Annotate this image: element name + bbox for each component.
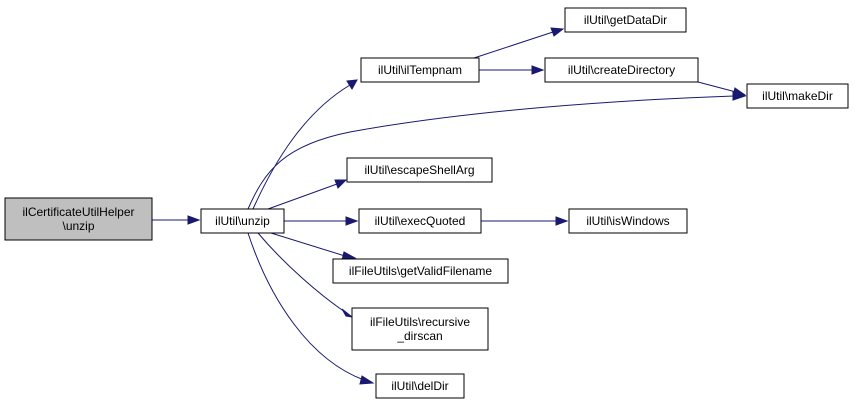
node-label: ilUtil\ilTempnam [378, 63, 462, 77]
edge-line [257, 232, 346, 313]
edge-line [247, 95, 735, 210]
edge-tempnam-to-getdatadir [473, 27, 565, 59]
node-box [332, 258, 509, 284]
node-cert_unzip: ilCertificateUtilHelper\unzip [4, 197, 153, 241]
node-box [746, 83, 849, 109]
edge-arrowhead [550, 27, 565, 37]
node-label: ilUtil\isWindows [586, 214, 669, 228]
edge-unzip-to-tempnam [252, 79, 358, 210]
node-box [351, 307, 489, 351]
node-box [375, 373, 465, 399]
node-label: ilUtil\createDirectory [568, 63, 675, 77]
node-tempnam[interactable]: ilUtil\ilTempnam [360, 57, 480, 83]
node-box [564, 7, 687, 33]
node-label: ilUtil\execQuoted [375, 214, 466, 228]
edge-unzip-to-validfn [270, 232, 357, 261]
node-box [346, 157, 493, 183]
node-deldir[interactable]: ilUtil\delDir [375, 373, 465, 399]
node-box [360, 57, 480, 83]
node-getdatadir[interactable]: ilUtil\getDataDir [564, 7, 687, 33]
edge-arrowhead [341, 308, 354, 318]
node-label: ilFileUtils\getValidFilename [349, 264, 492, 278]
node-box [358, 208, 482, 234]
edge-arrowhead [345, 216, 359, 226]
node-label: \unzip [62, 219, 94, 233]
node-box [200, 208, 285, 234]
edge-arrowhead [555, 216, 569, 226]
edge-arrowhead [359, 375, 375, 385]
node-label: ilFileUtils\recursive [370, 315, 470, 329]
edge-line [473, 31, 554, 59]
edge-line [252, 84, 351, 210]
node-box [544, 57, 699, 83]
node-label: ilUtil\escapeShellArg [364, 163, 474, 177]
edge-arrowhead [732, 87, 747, 97]
node-label: _dirscan [396, 329, 442, 343]
node-label: ilCertificateUtilHelper [22, 205, 134, 219]
edges-layer [152, 27, 747, 385]
node-label: ilUtil\delDir [391, 379, 448, 393]
node-label: ilUtil\getDataDir [584, 13, 667, 27]
edge-createdir-to-makedir [697, 81, 747, 97]
edge-arrowhead [187, 215, 201, 225]
node-createdir[interactable]: ilUtil\createDirectory [544, 57, 699, 83]
edge-line [697, 81, 737, 93]
edge-unzip-to-deldir [247, 232, 375, 385]
node-box [568, 208, 688, 234]
edge-arrowhead [334, 179, 348, 189]
edge-line [267, 183, 338, 210]
edge-execq-to-iswin [481, 216, 569, 226]
node-box [4, 197, 153, 241]
edge-arrowhead [346, 79, 358, 90]
node-recdir[interactable]: ilFileUtils\recursive_dirscan [351, 307, 489, 351]
edge-line [270, 232, 346, 257]
node-unzip[interactable]: ilUtil\unzip [200, 208, 285, 234]
edge-unzip-to-escape [267, 179, 348, 210]
node-validfn[interactable]: ilFileUtils\getValidFilename [332, 258, 509, 284]
node-execq[interactable]: ilUtil\execQuoted [358, 208, 482, 234]
edge-arrowhead [531, 65, 545, 75]
node-iswin[interactable]: ilUtil\isWindows [568, 208, 688, 234]
node-label: ilUtil\unzip [215, 214, 270, 228]
edge-unzip-to-makedir [247, 91, 747, 210]
edge-unzip-to-recdir [257, 232, 354, 318]
edge-cert_unzip-to-unzip [152, 215, 201, 225]
nodes-layer: ilCertificateUtilHelper\unzip ilUtil\unzi… [4, 7, 849, 399]
node-escape[interactable]: ilUtil\escapeShellArg [346, 157, 493, 183]
edge-tempnam-to-createdir [479, 65, 545, 75]
edge-unzip-to-execq [284, 216, 359, 226]
node-makedir[interactable]: ilUtil\makeDir [746, 83, 849, 109]
edge-line [247, 232, 365, 381]
node-label: ilUtil\makeDir [762, 89, 833, 103]
